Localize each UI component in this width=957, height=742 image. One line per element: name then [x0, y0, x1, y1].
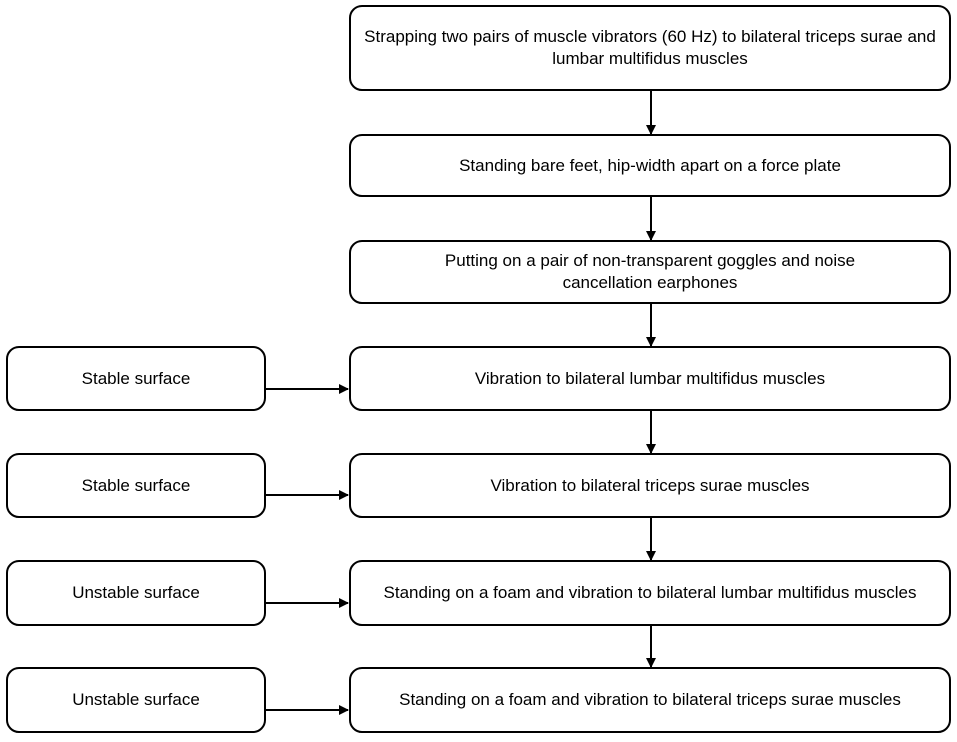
- condition-3-text: Unstable surface: [72, 583, 200, 602]
- step-7-text: Standing on a foam and vibration to bila…: [399, 690, 901, 709]
- condition-1-text: Stable surface: [81, 368, 191, 388]
- step-2-text: Standing bare feet, hip-width apart on a…: [459, 155, 841, 175]
- step-6-box: Standing on a foam and vibration to bila…: [349, 560, 951, 626]
- step-5-box: Vibration to bilateral triceps surae mus…: [349, 453, 951, 518]
- condition-1-box: Stable surface: [6, 346, 266, 411]
- condition-2-text: Stable surface: [81, 475, 191, 495]
- condition-2-box: Stable surface: [6, 453, 266, 518]
- step-2-box: Standing bare feet, hip-width apart on a…: [349, 134, 951, 197]
- condition-4-box: Unstable surface: [6, 667, 266, 733]
- step-5-text: Vibration to bilateral triceps surae mus…: [490, 475, 810, 495]
- step-4-box: Vibration to bilateral lumbar multifidus…: [349, 346, 951, 411]
- step-1-text: Strapping two pairs of muscle vibrators …: [364, 27, 936, 68]
- step-6-text: Standing on a foam and vibration to bila…: [383, 583, 917, 602]
- condition-3-box: Unstable surface: [6, 560, 266, 626]
- step-7-box: Standing on a foam and vibration to bila…: [349, 667, 951, 733]
- condition-4-text: Unstable surface: [72, 690, 200, 709]
- step-4-text: Vibration to bilateral lumbar multifidus…: [474, 368, 826, 388]
- step-1-box: Strapping two pairs of muscle vibrators …: [349, 5, 951, 91]
- step-3-box: Putting on a pair of non-transparent gog…: [349, 240, 951, 304]
- step-3-text: Putting on a pair of non-transparent gog…: [444, 251, 856, 292]
